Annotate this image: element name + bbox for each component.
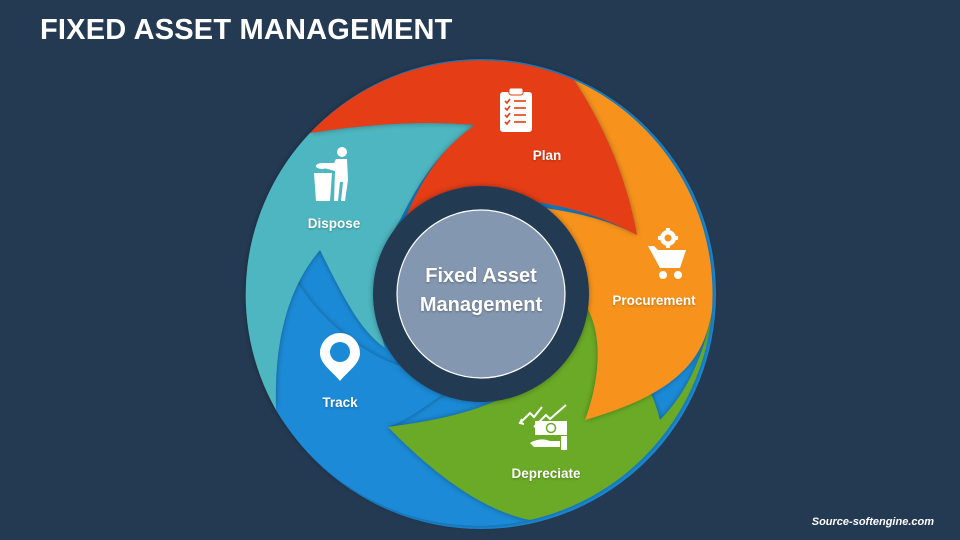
- center-line-2: Management: [419, 294, 543, 316]
- money-hand-decline-icon: [518, 404, 567, 450]
- shopping-cart-gear-icon: [648, 228, 686, 279]
- segment-label-procurement: Procurement: [612, 293, 696, 308]
- trash-disposal-person-icon: [314, 147, 348, 201]
- segment-label-track: Track: [322, 395, 358, 410]
- segment-procurement: [520, 80, 713, 420]
- segment-label-depreciate: Depreciate: [511, 466, 581, 481]
- segment-track: [263, 246, 530, 526]
- segment-depreciate: [388, 300, 712, 520]
- location-pin-icon: [320, 333, 360, 381]
- segment-dispose: [245, 122, 475, 410]
- clipboard-checklist-icon: [500, 87, 532, 132]
- segment-plan: [310, 60, 637, 235]
- center-label: Fixed Asset Management: [396, 262, 566, 320]
- source-credit: Source-softengine.com: [811, 516, 934, 528]
- segment-label-plan: Plan: [532, 148, 562, 163]
- segment-label-dispose: Dispose: [307, 216, 361, 231]
- center-line-1: Fixed Asset: [425, 265, 537, 287]
- page-title: FIXED ASSET MANAGEMENT: [40, 14, 453, 46]
- center-circle: [396, 209, 566, 379]
